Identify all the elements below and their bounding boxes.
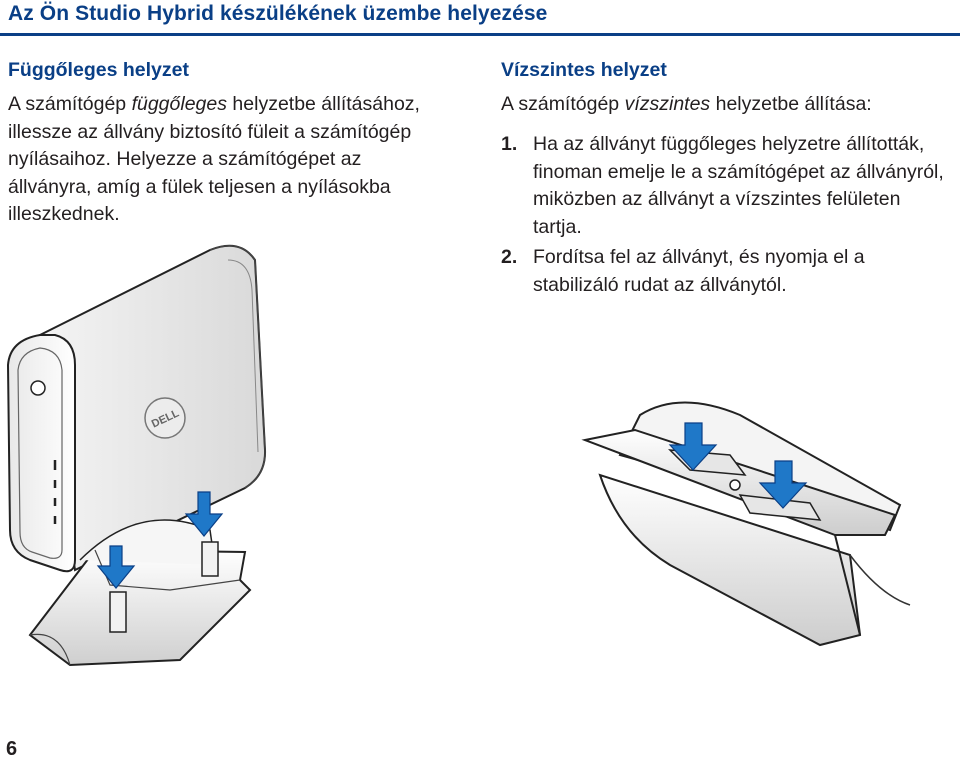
vertical-position-illustration: DELL (6, 244, 267, 667)
step-text: Fordítsa fel az állványt, és nyomja el a… (533, 246, 865, 296)
down-arrow-icon (668, 422, 718, 471)
step-text: Ha az állványt függőleges helyzetre állí… (533, 133, 944, 238)
horizontal-intro-emphasis: vízszintes (624, 93, 711, 115)
page-title: Az Ön Studio Hybrid készülékének üzembe … (8, 2, 548, 25)
horizontal-intro: A számítógép vízszintes helyzetbe állítá… (501, 91, 951, 119)
down-arrow-icon (96, 545, 136, 589)
horizontal-steps: 1. Ha az állványt függőleges helyzetre á… (501, 131, 951, 302)
step-number: 2. (501, 246, 518, 268)
step-item: 1. Ha az állványt függőleges helyzetre á… (501, 131, 951, 241)
down-arrow-icon (758, 460, 808, 509)
down-arrow-icon (184, 491, 224, 537)
vertical-text-before: A számítógép (8, 93, 132, 115)
computer-body (6, 244, 267, 573)
stand-upside-down (581, 401, 911, 647)
horizontal-intro-before: A számítógép (501, 93, 625, 115)
vertical-instructions: A számítógép függőleges helyzetbe állítá… (8, 91, 448, 229)
vertical-text-after: helyzetbe állításához, illessze az állvá… (8, 93, 420, 225)
step-number: 1. (501, 133, 518, 155)
horizontal-position-illustration (581, 401, 911, 647)
page-number: 6 (6, 738, 18, 760)
vertical-section-title: Függőleges helyzet (8, 59, 189, 81)
dell-logo: DELL (144, 397, 186, 439)
step-item: 2. Fordítsa fel az állványt, és nyomja e… (501, 244, 951, 299)
page-header: Az Ön Studio Hybrid készülékének üzembe … (0, 0, 960, 36)
horizontal-intro-after: helyzetbe állítása: (710, 93, 872, 115)
horizontal-section-title: Vízszintes helyzet (501, 59, 667, 81)
vertical-text-emphasis: függőleges (131, 93, 227, 115)
